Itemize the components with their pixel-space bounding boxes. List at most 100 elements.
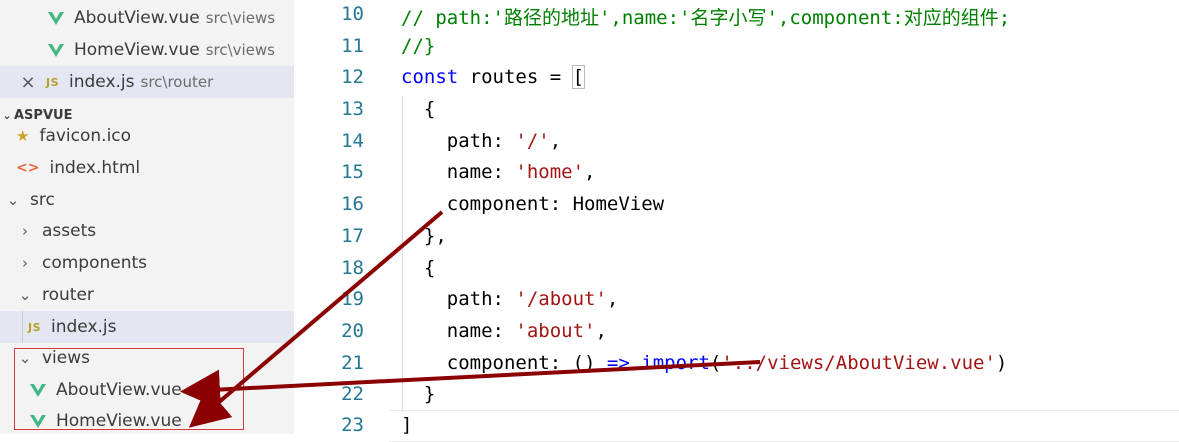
bracket-match: [ — [571, 65, 586, 89]
code-line: name: 'home', — [401, 161, 596, 183]
line-number: 16 — [341, 193, 364, 215]
tree-item-label: views — [42, 348, 91, 368]
code-text: { — [423, 98, 436, 120]
open-editor-homeview[interactable]: HomeView.vue src\views — [0, 34, 294, 66]
code-text: path: — [446, 288, 516, 310]
code-line: const routes = [ — [401, 65, 586, 89]
open-editor-label: HomeView.vue — [74, 40, 200, 60]
close-icon[interactable]: × — [20, 71, 36, 93]
open-editor-path: src\views — [205, 9, 276, 27]
tree-folder-router[interactable]: ⌄ router — [0, 279, 294, 311]
code-line: ] — [401, 414, 412, 436]
code-text: ) — [995, 352, 1008, 374]
chevron-right-icon: › — [22, 222, 28, 240]
code-text: ( — [709, 352, 722, 374]
tree-folder-views[interactable]: ⌄ views — [0, 342, 294, 374]
code-line: { — [401, 98, 435, 120]
tree-item-router-index-js[interactable]: JS index.js — [0, 311, 294, 343]
string: '/' — [515, 130, 550, 152]
chevron-down-icon: ⌄ — [18, 349, 32, 367]
open-editor-index-js[interactable]: × JS index.js src\router — [0, 66, 294, 98]
code-text: } — [423, 383, 436, 405]
explorer-sidebar: AboutView.vue src\views HomeView.vue src… — [0, 0, 294, 434]
open-editor-label: AboutView.vue — [74, 8, 200, 28]
arrow-operator: => — [606, 352, 630, 374]
tree-item-index-html[interactable]: <> index.html — [0, 152, 294, 184]
code-line: { — [401, 257, 435, 279]
tree-item-label: components — [42, 253, 148, 273]
code-editor[interactable]: 10 11 12 13 14 15 16 17 18 19 20 21 22 2… — [294, 0, 1179, 442]
indent-guide — [22, 311, 23, 343]
code-text: }, — [423, 225, 447, 247]
line-number: 17 — [341, 225, 364, 247]
line-number: 10 — [341, 3, 364, 25]
section-title: ASPVUE — [14, 107, 73, 123]
tree-item-label: AboutView.vue — [56, 380, 182, 400]
string: '/about' — [515, 288, 607, 310]
line-number: 19 — [341, 288, 364, 310]
tree-item-label: index.js — [51, 317, 117, 337]
tree-item-label: index.html — [49, 158, 141, 178]
open-editor-path: src\views — [205, 41, 275, 59]
code-text: { — [423, 257, 436, 279]
line-number: 22 — [341, 383, 364, 405]
line-number: 13 — [341, 98, 364, 120]
vue-file-icon — [48, 11, 64, 25]
code-line: }, — [401, 225, 447, 247]
code-text: component: HomeView — [446, 193, 665, 215]
line-number: 15 — [341, 161, 364, 183]
keyword: const — [401, 66, 459, 88]
keyword: import — [641, 352, 710, 374]
string: '../views/AboutView.vue' — [721, 352, 996, 374]
tree-folder-components[interactable]: › components — [0, 247, 294, 279]
line-number: 21 — [341, 352, 364, 374]
vue-file-icon — [30, 414, 46, 428]
chevron-right-icon: › — [22, 254, 28, 272]
vue-file-icon — [48, 43, 64, 57]
code-line: path: '/', — [401, 130, 561, 152]
code-text: name: — [446, 320, 516, 342]
code-line: component: HomeView — [401, 193, 664, 215]
tree-item-label: assets — [42, 221, 97, 241]
explorer-section-header[interactable]: ⌄ ASPVUE — [0, 104, 294, 126]
code-line: component: () => import('../views/AboutV… — [401, 352, 1008, 374]
string: 'home' — [515, 161, 585, 183]
code-text: routes = — [458, 66, 573, 88]
tree-item-label: src — [30, 190, 55, 210]
line-number: 18 — [341, 257, 364, 279]
code-text: path: — [446, 130, 516, 152]
tree-item-label: HomeView.vue — [56, 411, 182, 431]
string: 'about' — [515, 320, 596, 342]
code-text: ] — [401, 414, 413, 436]
code-text: , — [549, 130, 562, 152]
open-editor-path: src\router — [140, 73, 214, 91]
code-line: // path:'路径的地址',name:'名字小写',component:对应… — [401, 7, 1011, 29]
chevron-down-icon: ⌄ — [6, 191, 20, 209]
code-line: path: '/about', — [401, 288, 619, 310]
code-text: , — [606, 288, 619, 310]
open-editor-label: index.js — [69, 72, 135, 92]
code-line: //} — [401, 35, 436, 57]
js-file-icon: JS — [46, 75, 60, 89]
js-file-icon: JS — [28, 320, 42, 334]
current-line-highlight — [389, 410, 1179, 442]
chevron-down-icon: ⌄ — [18, 286, 32, 304]
line-number: 14 — [341, 130, 364, 152]
tree-folder-src[interactable]: ⌄ src — [0, 184, 294, 216]
code-text: , — [584, 161, 596, 183]
star-icon: ★ — [16, 127, 30, 145]
code-line: name: 'about', — [401, 320, 607, 342]
tree-item-label: favicon.ico — [39, 126, 132, 146]
code-text — [630, 352, 641, 374]
tree-item-aboutview[interactable]: AboutView.vue — [0, 374, 294, 406]
open-editor-aboutview[interactable]: AboutView.vue src\views — [0, 2, 294, 34]
code-text: , — [595, 320, 607, 342]
code-text: name: — [446, 161, 516, 183]
code-text: component: () — [446, 352, 607, 374]
code-line: } — [401, 383, 435, 405]
tree-folder-assets[interactable]: › assets — [0, 215, 294, 247]
vue-file-icon — [30, 383, 46, 397]
tree-item-favicon[interactable]: ★ favicon.ico — [0, 122, 294, 150]
annotation-highlight-box — [14, 348, 244, 430]
tree-item-homeview[interactable]: HomeView.vue — [0, 405, 294, 434]
